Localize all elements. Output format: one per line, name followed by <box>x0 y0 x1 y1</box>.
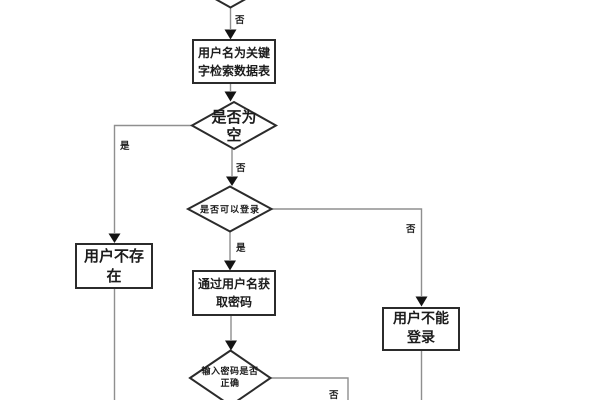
decision-is-empty-line2: 空 <box>226 126 242 144</box>
arrowhead-into-notexist <box>108 233 121 243</box>
decision-shapes <box>185 0 279 400</box>
process-get-password-line1: 通过用户名获 <box>197 277 270 291</box>
decision-top-partial-shape <box>215 0 246 9</box>
process-user-cannot-login: 用户不能 登录 <box>382 307 460 351</box>
process-search-table-line1: 用户名为关键 <box>197 45 270 60</box>
process-get-password: 通过用户名获 取密码 <box>192 270 276 316</box>
decision-password-correct-line1: 输入密码是否 <box>201 367 259 377</box>
arrowhead-into-search <box>224 29 237 40</box>
arrowhead-into-canlogin <box>226 176 238 186</box>
process-user-cannot-login-line2: 登录 <box>407 330 435 346</box>
arrowheads <box>108 29 428 351</box>
connector-pwd-no <box>270 377 349 400</box>
arrowhead-into-isempty <box>224 91 237 102</box>
edge-label-top-no: 否 <box>235 15 245 26</box>
process-get-password-line2: 取密码 <box>215 295 252 309</box>
process-user-cannot-login-line1: 用户不能 <box>393 311 449 327</box>
arrowhead-into-cannotlogin <box>415 296 428 307</box>
connector-canlogin-no <box>271 208 423 296</box>
decision-is-empty-shape <box>189 100 279 151</box>
arrowhead-into-getpwd <box>224 260 236 271</box>
decision-password-correct-line2: 正确 <box>220 379 240 389</box>
connector-isempty-yes <box>113 124 192 233</box>
process-user-not-exist-line1: 用户不存 <box>83 247 144 265</box>
edge-label-login-no: 否 <box>406 224 416 235</box>
process-search-table-line2: 字检索数据表 <box>197 63 270 78</box>
process-search-table: 用户名为关键 字检索数据表 <box>192 39 276 84</box>
decision-password-correct-shape <box>188 349 273 400</box>
edge-label-empty-no: 否 <box>236 163 246 174</box>
edge-label-login-yes: 是 <box>236 243 246 254</box>
decision-password-correct-label: 输入密码是否 正确 <box>201 366 258 390</box>
edge-label-pwd-no: 否 <box>329 390 339 400</box>
process-user-not-exist: 用户不存 在 <box>75 243 153 289</box>
decision-can-login-shape <box>185 185 274 233</box>
decision-is-empty-line1: 是否为 <box>211 108 257 126</box>
process-user-not-exist-line2: 在 <box>106 267 122 285</box>
decision-is-empty-label: 是否为 空 <box>211 108 256 144</box>
arrowhead-into-pwdcheck <box>225 340 237 351</box>
decision-can-login-line1: 是否可以登录 <box>199 205 261 216</box>
decision-can-login-label: 是否可以登录 <box>200 203 260 216</box>
connector-lines <box>113 7 423 400</box>
edge-label-empty-yes: 是 <box>120 141 130 152</box>
